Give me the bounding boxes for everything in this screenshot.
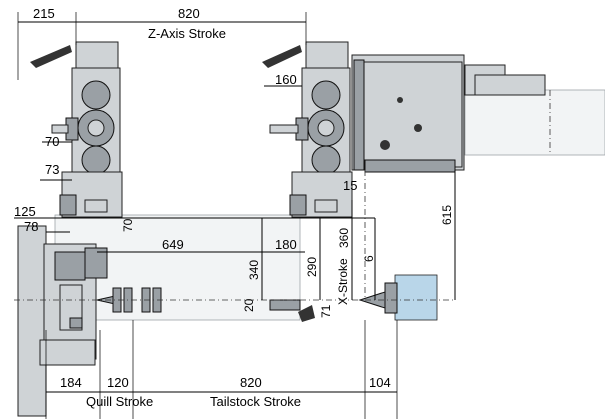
dim-615: 615 <box>440 205 454 225</box>
dim-184: 184 <box>60 375 82 390</box>
dim-215: 215 <box>33 6 55 21</box>
dim-360: 360 <box>337 228 351 248</box>
turret-head-drive <box>351 54 546 173</box>
dim-820-bottom: 820 <box>240 375 262 390</box>
dim-104: 104 <box>369 375 391 390</box>
dim-125: 125 <box>14 204 36 219</box>
tailstock-stroke-label: Tailstock Stroke <box>210 394 301 409</box>
dim-70-vertical: 70 <box>121 218 135 232</box>
dim-120: 120 <box>107 375 129 390</box>
dim-340: 340 <box>247 260 261 280</box>
x-stroke-label: X-Stroke <box>336 258 350 305</box>
dim-71: 71 <box>319 304 333 318</box>
dim-70-left: 70 <box>45 134 59 149</box>
dim-290: 290 <box>305 257 319 277</box>
left-turret <box>30 41 123 218</box>
right-turret <box>262 41 353 322</box>
dim-180: 180 <box>275 237 297 252</box>
quill-stroke-label: Quill Stroke <box>86 394 153 409</box>
z-axis-stroke-label: Z-Axis Stroke <box>148 26 226 41</box>
dim-78: 78 <box>24 219 38 234</box>
dim-160: 160 <box>275 72 297 87</box>
dim-6: 6 <box>362 255 376 262</box>
spindle-travel-envelope <box>464 89 605 156</box>
main-spindle <box>17 225 116 417</box>
dim-15: 15 <box>343 178 357 193</box>
dim-649: 649 <box>162 237 184 252</box>
dim-820-top: 820 <box>178 6 200 21</box>
dim-73: 73 <box>45 162 59 177</box>
dim-20: 20 <box>242 298 256 312</box>
tailstock <box>358 274 438 321</box>
